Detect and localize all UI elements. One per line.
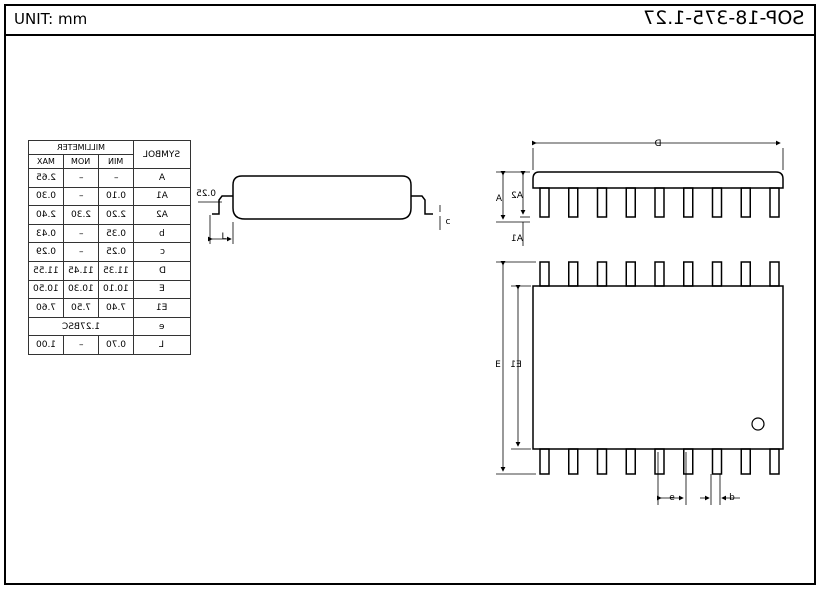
- symbol-cell: E: [133, 279, 191, 300]
- top-body: [532, 285, 784, 450]
- symbol-cell: D: [133, 260, 191, 281]
- symbol-header: SYMBOL: [133, 140, 191, 169]
- front-lead: [711, 187, 723, 218]
- symbol-cell: c: [133, 242, 191, 262]
- top-lead-lower: [740, 448, 751, 475]
- unit-label: UNIT: mm: [14, 10, 88, 28]
- side-view: [198, 175, 441, 244]
- front-view: [496, 140, 784, 246]
- pin1-dot: [751, 417, 765, 431]
- front-lead: [654, 187, 665, 218]
- top-lead-lower: [654, 448, 665, 475]
- top-view: [496, 261, 784, 505]
- top-lead-lower: [568, 448, 579, 475]
- gauge-label: 0.25: [196, 189, 216, 199]
- front-lead: [683, 187, 694, 218]
- side-body: [232, 175, 412, 220]
- drawing-frame: [4, 4, 816, 585]
- front-lead: [740, 187, 751, 218]
- min-header: MIN: [98, 154, 134, 169]
- symbol-cell: e: [133, 316, 191, 337]
- a-label: A: [496, 194, 503, 204]
- front-lead: [625, 187, 636, 218]
- front-lead: [568, 187, 579, 218]
- b-label: b: [729, 493, 735, 503]
- front-leads: [539, 187, 780, 218]
- front-lead: [539, 187, 550, 218]
- top-leads: [539, 261, 780, 475]
- a1-label: A1: [511, 234, 523, 244]
- top-lead-upper: [654, 261, 665, 287]
- l-label: L: [221, 232, 226, 242]
- pitch-label: e: [669, 493, 675, 503]
- top-lead-upper: [740, 261, 751, 287]
- d-label: D: [654, 139, 661, 149]
- e-label: E: [495, 360, 501, 370]
- top-lead-lower: [596, 448, 608, 475]
- top-lead-upper: [568, 261, 579, 287]
- top-lead-lower: [539, 448, 550, 475]
- front-body-top: [532, 171, 784, 189]
- top-lead-lower: [683, 448, 694, 475]
- top-lead-upper: [596, 261, 608, 287]
- side-lead-right: [411, 195, 433, 215]
- front-lead: [596, 187, 608, 218]
- a2-label: A2: [511, 191, 523, 201]
- top-lead-upper: [625, 261, 636, 287]
- symbol-cell: E1: [133, 298, 191, 318]
- side-lead-left: [212, 195, 233, 215]
- table-row: 2.65––A: [28, 168, 191, 188]
- top-lead-lower: [625, 448, 636, 475]
- e1-label: E1: [510, 360, 521, 370]
- c-label: c: [446, 217, 451, 227]
- top-lead-lower: [769, 448, 780, 475]
- symbol-cell: L: [133, 335, 191, 355]
- top-lead-lower: [711, 448, 723, 475]
- top-lead-upper: [711, 261, 723, 287]
- top-lead-upper: [683, 261, 694, 287]
- top-lead-upper: [769, 261, 780, 287]
- top-lead-upper: [539, 261, 550, 287]
- front-lead: [769, 187, 780, 218]
- title-bar: SOP-18-375-1.27 UNIT: mm: [4, 4, 816, 36]
